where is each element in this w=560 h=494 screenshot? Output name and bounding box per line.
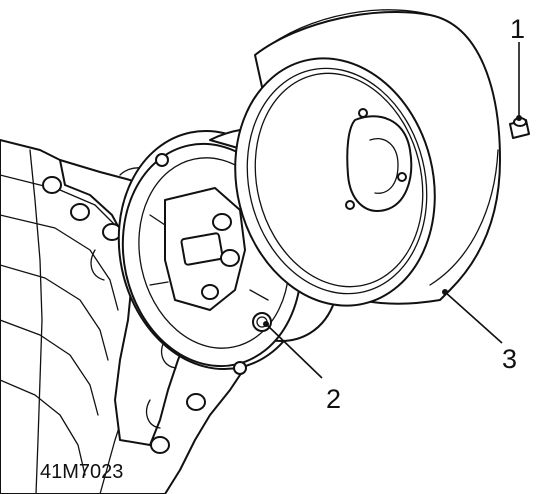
backplate-bolt-icon — [252, 312, 272, 332]
callout-3-label: 3 — [502, 344, 517, 374]
brake-drum — [234, 9, 530, 307]
callout-2-label: 2 — [326, 384, 341, 414]
callout-2-dot — [263, 321, 269, 327]
callout-3-leader — [444, 291, 503, 344]
callout-3-dot — [442, 289, 448, 295]
figure-reference-code: 41M7023 — [40, 461, 123, 483]
callout-1-dot — [516, 115, 522, 121]
callout-2-leader — [265, 323, 323, 379]
callout-1-label: 1 — [510, 14, 525, 44]
drum-retaining-screw-icon — [509, 117, 530, 139]
